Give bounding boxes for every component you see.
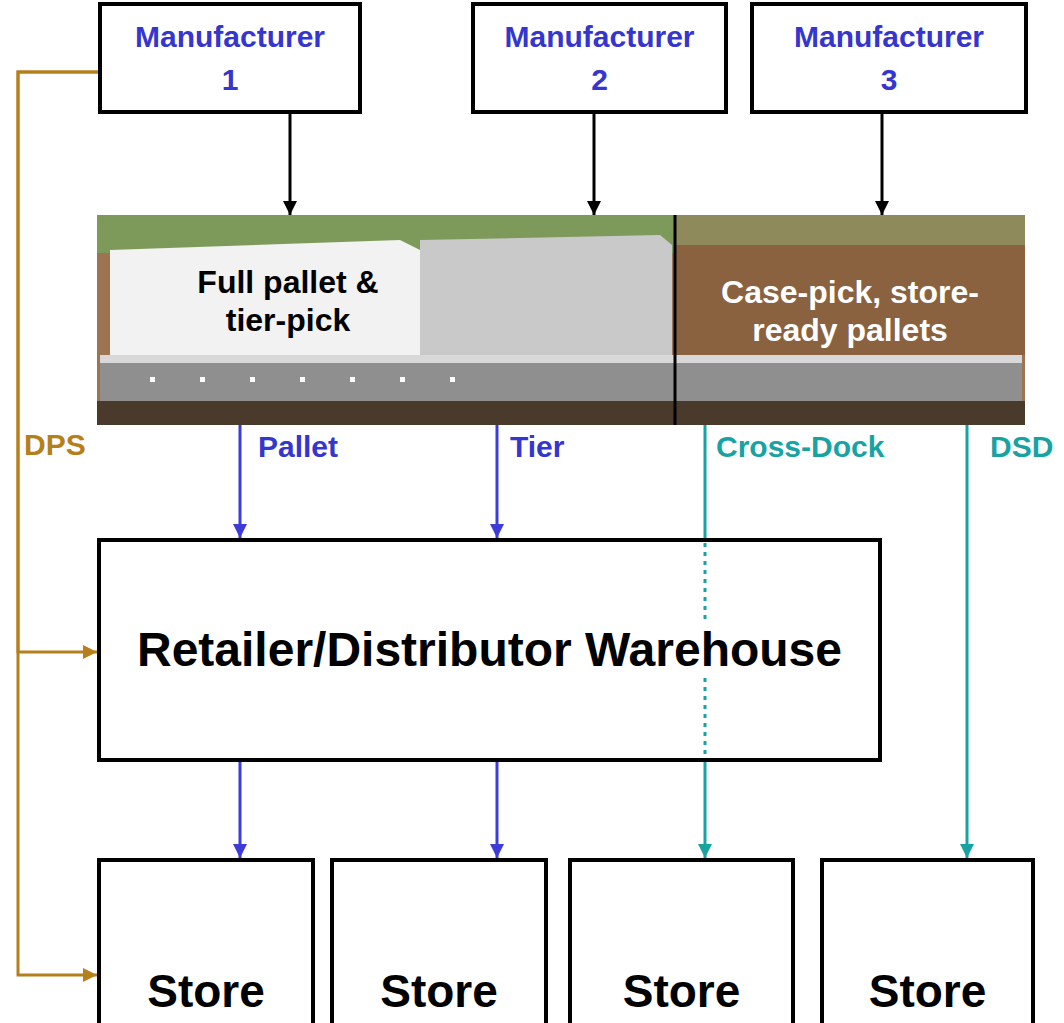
building-block xyxy=(110,240,420,370)
flow-label-holder: DSD xyxy=(990,430,1053,465)
dock-door xyxy=(250,377,255,382)
flow-label: Cross-Dock xyxy=(716,430,884,465)
box-label: Manufacturer 1 xyxy=(130,15,330,102)
box-label: Retailer/Distributor Warehouse xyxy=(133,622,846,677)
brown-field xyxy=(675,245,1025,355)
flow-arrow xyxy=(881,114,884,215)
green-field xyxy=(675,215,1025,245)
dock-door xyxy=(300,377,305,382)
flow-arrow xyxy=(239,425,242,538)
box-label: Manufacturer 3 xyxy=(789,15,989,102)
building-roof xyxy=(100,355,1022,363)
building-dock xyxy=(100,363,1022,401)
flow-arrow xyxy=(18,72,98,975)
flow-arrow xyxy=(966,425,969,858)
store-box: Store xyxy=(330,858,548,1023)
zone-divider xyxy=(674,215,677,425)
box-label: Case-pick, store-ready pallets xyxy=(700,273,1000,350)
flow-label-holder: Cross-Dock xyxy=(716,430,884,465)
flow-arrow xyxy=(496,762,499,858)
retailer-warehouse-box: Retailer/Distributor Warehouse xyxy=(97,538,882,762)
manufacturer-box: Manufacturer 2 xyxy=(471,2,728,114)
flow-arrow xyxy=(496,425,499,538)
flow-arrow xyxy=(593,114,596,215)
warehouse-zone: Full pallet & tier-pick xyxy=(97,215,675,425)
dock-doors xyxy=(150,377,455,382)
box-label: Store xyxy=(623,966,741,1017)
flow-arrow xyxy=(289,114,292,215)
dock-door xyxy=(350,377,355,382)
box-label: Store xyxy=(869,966,987,1017)
dock-door xyxy=(450,377,455,382)
manufacturer-box: Manufacturer 3 xyxy=(750,2,1028,114)
field-ground xyxy=(97,215,1025,425)
ground-shadow xyxy=(97,401,1025,425)
box-label: Manufacturer 2 xyxy=(500,15,700,102)
flow-label-holder: Tier xyxy=(510,430,564,465)
store-box: Store xyxy=(568,858,795,1023)
dock-door xyxy=(150,377,155,382)
flow-label: Tier xyxy=(510,430,564,465)
dock-door xyxy=(400,377,405,382)
flow-label: DSD xyxy=(990,430,1053,465)
flow-arrow xyxy=(239,762,242,858)
flow-label: Pallet xyxy=(258,430,338,465)
box-label: Store xyxy=(380,966,498,1017)
store-box: Store xyxy=(97,858,315,1023)
flow-label-holder: DPS xyxy=(24,428,86,463)
flow-label-holder: Pallet xyxy=(258,430,338,465)
flow-label: DPS xyxy=(24,428,86,463)
dock-door xyxy=(200,377,205,382)
warehouse-zone: Case-pick, store-ready pallets xyxy=(675,215,1025,425)
box-label: Store xyxy=(147,966,265,1017)
building-block xyxy=(420,235,672,368)
manufacturer-box: Manufacturer 1 xyxy=(98,2,362,114)
flow-arrow xyxy=(18,72,98,652)
store-box: Store xyxy=(820,858,1035,1023)
box-label: Full pallet & tier-pick xyxy=(178,263,398,340)
